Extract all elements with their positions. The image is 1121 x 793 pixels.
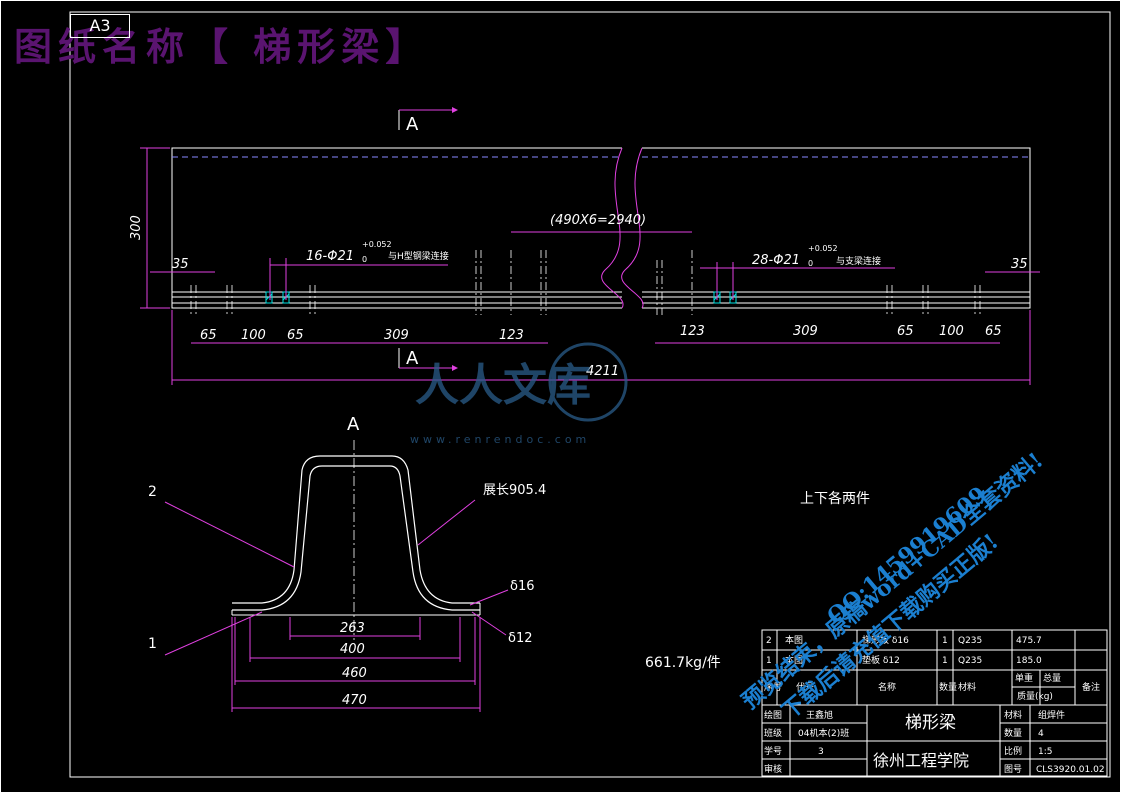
bom-header: 质量(kg) bbox=[1017, 690, 1053, 702]
section-label: A bbox=[347, 414, 360, 435]
edge-dims: 35 35 bbox=[150, 257, 1040, 273]
overall-length: 4211 bbox=[586, 364, 619, 379]
bom-cell: 本图 bbox=[785, 634, 803, 646]
chain-dim: 309 bbox=[793, 324, 818, 339]
inner-frame bbox=[69, 11, 1111, 778]
tb-value: 04机本(2)班 bbox=[798, 727, 849, 739]
left-hole-tolerance-low: 0 bbox=[362, 255, 367, 264]
left-hole-note: 16-Φ21 bbox=[306, 249, 354, 264]
developed-length: 展长905.4 bbox=[483, 483, 546, 498]
section-view: A 2 1 展长905.4 δ16 δ12 263 400 bbox=[148, 414, 546, 712]
tb-value: 4 bbox=[1038, 729, 1044, 739]
right-hole-callout: 28-Φ21 +0.052 0 与支梁连接 bbox=[700, 244, 895, 300]
right-hole-tolerance-low: 0 bbox=[808, 259, 813, 268]
bom-header: 单重 bbox=[1015, 672, 1033, 684]
section-dim: 400 bbox=[340, 642, 365, 657]
right-hole-tolerance: +0.052 bbox=[808, 244, 838, 253]
section-dims: 263 400 460 470 bbox=[231, 617, 481, 712]
note-weight: 661.7kg/件 bbox=[645, 655, 721, 671]
tb-part-name: 梯形梁 bbox=[905, 713, 956, 733]
chain-dim: 65 bbox=[985, 324, 1002, 339]
chain-dim: 123 bbox=[680, 324, 705, 339]
bom-header: 材料 bbox=[958, 681, 976, 693]
height-dimension: 300 bbox=[129, 147, 170, 309]
tb-value: 3 bbox=[818, 747, 824, 757]
title-block bbox=[761, 629, 1108, 777]
right-hole-note: 28-Φ21 bbox=[752, 253, 800, 268]
edge-dim-right: 35 bbox=[1011, 257, 1028, 272]
tb-label: 学号 bbox=[764, 745, 782, 757]
bom-cell: 梯形板 δ16 bbox=[862, 634, 909, 646]
tb-label: 数量 bbox=[1004, 727, 1022, 739]
right-hole-desc: 与支梁连接 bbox=[836, 255, 881, 267]
watermark-logo-text: 人人文库 bbox=[415, 360, 591, 411]
tb-label: 材料 bbox=[1004, 709, 1022, 721]
chain-dim: 123 bbox=[499, 328, 524, 343]
thickness-12: δ12 bbox=[508, 631, 533, 646]
bottom-chain-dims: 65 100 65 309 123 123 309 65 100 65 4211 bbox=[171, 310, 1031, 385]
chain-dim: 65 bbox=[287, 328, 304, 343]
bom-header: 名称 bbox=[878, 681, 896, 693]
tb-label: 比例 bbox=[1004, 745, 1022, 757]
section-dim: 263 bbox=[340, 621, 365, 636]
bom-header: 序号 bbox=[764, 681, 782, 693]
section-mark-label: A bbox=[406, 114, 419, 135]
bom-cell: 475.7 bbox=[1016, 636, 1042, 646]
thickness-16: δ16 bbox=[510, 579, 535, 594]
bom-header: 备注 bbox=[1082, 681, 1100, 693]
tb-value: 1:5 bbox=[1038, 747, 1052, 757]
bom-cell: Q235 bbox=[958, 656, 982, 666]
bom-header: 总量 bbox=[1043, 672, 1061, 684]
paper-size-tag: A3 bbox=[70, 14, 130, 38]
bom-cell: 185.0 bbox=[1016, 656, 1042, 666]
section-dim: 460 bbox=[342, 666, 367, 681]
spacing-dimension: (490X6=2940) bbox=[511, 213, 692, 233]
bom-cell: 1 bbox=[942, 656, 948, 666]
tb-label: 图号 bbox=[1004, 764, 1022, 775]
chain-dim: 100 bbox=[939, 324, 964, 339]
drawing-title: 图纸名称【 梯形梁】 bbox=[14, 24, 430, 69]
section-mark-label: A bbox=[406, 348, 419, 369]
left-hole-desc: 与H型钢梁连接 bbox=[388, 250, 449, 262]
tb-label: 绘图 bbox=[764, 709, 782, 721]
left-hole-tolerance: +0.052 bbox=[362, 240, 392, 249]
bom-cell: Q235 bbox=[958, 636, 982, 646]
chain-dim: 65 bbox=[200, 328, 217, 343]
section-mark-bottom: A bbox=[398, 348, 458, 371]
title-block-fields: 绘图 王鑫旭 班级 04机本(2)班 学号 3 审核 梯形梁 徐州工程学院 材料… bbox=[764, 709, 1105, 775]
edge-dim-left: 35 bbox=[172, 257, 189, 272]
tb-label: 审核 bbox=[764, 763, 782, 775]
section-dim: 470 bbox=[342, 693, 367, 708]
main-view: A A bbox=[129, 107, 1040, 385]
beam-outline bbox=[171, 147, 1031, 309]
tb-label: 班级 bbox=[764, 727, 782, 739]
bom-cell: 1 bbox=[942, 636, 948, 646]
height-dim-label: 300 bbox=[129, 215, 144, 240]
part-label-2: 2 bbox=[148, 484, 157, 500]
tb-value: 组焊件 bbox=[1038, 709, 1065, 721]
bom-cell: 垫板 δ12 bbox=[862, 654, 900, 666]
hole-centerlines bbox=[190, 250, 981, 315]
part-label-1: 1 bbox=[148, 636, 157, 652]
watermark-logo: 人人文库 www.renrendoc.com bbox=[410, 342, 628, 446]
spacing-note: (490X6=2940) bbox=[550, 213, 646, 228]
bom-header: 代号 bbox=[796, 682, 814, 693]
chain-dim: 100 bbox=[241, 328, 266, 343]
note-both-sides: 上下各两件 bbox=[800, 491, 870, 507]
tb-value: CLS3920.01.02 bbox=[1036, 765, 1105, 775]
chain-dim: 309 bbox=[384, 328, 409, 343]
tb-school: 徐州工程学院 bbox=[873, 751, 969, 770]
tb-value: 王鑫旭 bbox=[806, 709, 833, 721]
bom-table: 2 本图 梯形板 δ16 1 Q235 475.7 1 本图 垫板 δ12 1 … bbox=[764, 634, 1100, 702]
chain-dim: 65 bbox=[897, 324, 914, 339]
bom-cell: 1 bbox=[766, 656, 772, 666]
left-hole-callout: 16-Φ21 +0.052 0 与H型钢梁连接 bbox=[269, 240, 449, 300]
bom-cell: 本图 bbox=[785, 654, 803, 666]
bom-header: 数量 bbox=[939, 681, 957, 693]
watermark-url: www.renrendoc.com bbox=[410, 433, 590, 446]
bom-cell: 2 bbox=[766, 636, 772, 646]
section-mark-top: A bbox=[398, 107, 458, 135]
